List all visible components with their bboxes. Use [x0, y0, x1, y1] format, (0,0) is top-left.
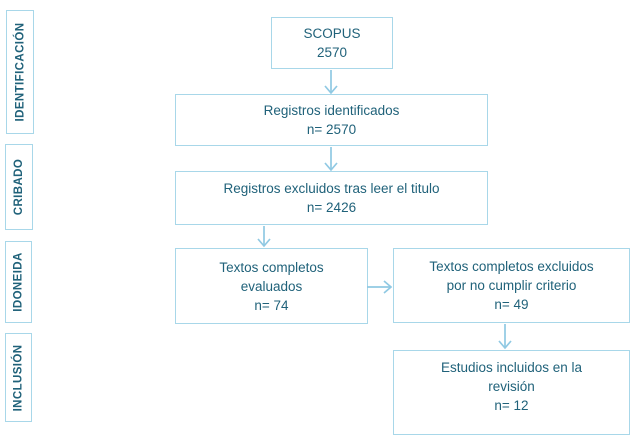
- box-text-line: n= 74: [254, 297, 289, 313]
- box-text-line: evaluados: [240, 278, 303, 294]
- flow-box-textos-evaluados: Textos completos evaluados n= 74: [175, 248, 368, 324]
- box-text-line: Textos completos excluidos: [429, 259, 594, 274]
- flow-box-registros-excluidos: Registros excluidos tras leer el titulo …: [175, 171, 488, 225]
- box-text-line: por no cumplir criterio: [446, 278, 577, 293]
- box-text-line: SCOPUS: [303, 26, 361, 41]
- box-text-line: n= 2570: [306, 122, 357, 137]
- arrow-excluidos-to-incluidos-icon: [498, 324, 512, 350]
- stage-box-identificacion: IDENTIFICACIÓN: [6, 10, 34, 134]
- flow-box-registros-identificados: Registros identificados n= 2570: [175, 94, 488, 146]
- stage-label-cribado: CRIBADO: [13, 158, 25, 216]
- arrow-scopus-to-identified-icon: [324, 70, 338, 95]
- box-text-line: Registros identificados: [263, 103, 400, 118]
- stage-label-idoneida: IDONEIDA: [12, 252, 25, 312]
- flow-box-textos-excluidos: Textos completos excluidos por no cumpli…: [393, 248, 630, 323]
- stage-box-idoneida: IDONEIDA: [5, 241, 32, 323]
- stage-label-identificacion: IDENTIFICACIÓN: [14, 22, 26, 122]
- box-text-line: Registros excluidos tras leer el titulo: [223, 181, 440, 196]
- stage-box-cribado: CRIBADO: [5, 144, 33, 230]
- arrow-excluded-to-evaluados-icon: [257, 226, 271, 248]
- flow-box-estudios-incluidos: Estudios incluidos en la revisión n= 12: [393, 350, 630, 435]
- box-text-line: Estudios incluidos en la: [440, 360, 583, 375]
- stage-label-inclusion: INCLUSIÓN: [12, 344, 25, 411]
- arrow-evaluados-to-excluidos-icon: [367, 280, 393, 294]
- box-text-line: n= 2426: [306, 200, 357, 215]
- flow-box-scopus: SCOPUS 2570: [271, 17, 393, 69]
- box-text-line: 2570: [316, 45, 348, 60]
- stage-box-inclusion: INCLUSIÓN: [5, 333, 32, 422]
- box-text-line: revisión: [488, 379, 535, 394]
- arrow-identified-to-excluded-icon: [324, 147, 338, 172]
- box-text-line: Textos completos: [219, 259, 324, 275]
- box-text-line: n= 49: [494, 297, 529, 312]
- box-text-line: n= 12: [494, 398, 529, 413]
